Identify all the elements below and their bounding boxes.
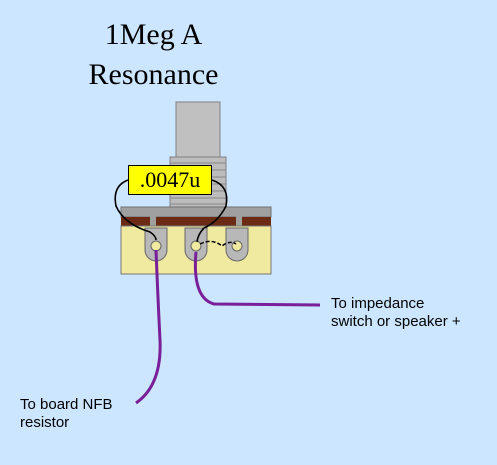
pot-tab-left xyxy=(150,210,156,232)
capacitor-lead-left xyxy=(114,179,157,241)
pot-case-top xyxy=(120,206,272,218)
pot-value-title: 1Meg A xyxy=(104,18,203,51)
jumper-wire xyxy=(199,240,237,247)
capacitor-label: .0047u xyxy=(128,165,212,195)
impedance-annotation: To impedance switch or speaker + xyxy=(331,295,461,330)
wire-to-impedance xyxy=(193,251,321,307)
capacitor-lead-right xyxy=(196,179,228,243)
lug-3 xyxy=(225,227,249,262)
pot-shaft xyxy=(175,101,221,159)
lug-2 xyxy=(184,227,208,262)
pot-function-title: Resonance xyxy=(88,58,219,91)
board-nfb-annotation: To board NFB resistor xyxy=(20,396,113,431)
wire-to-board-nfb xyxy=(135,249,162,405)
pot-tab-right xyxy=(236,210,242,232)
